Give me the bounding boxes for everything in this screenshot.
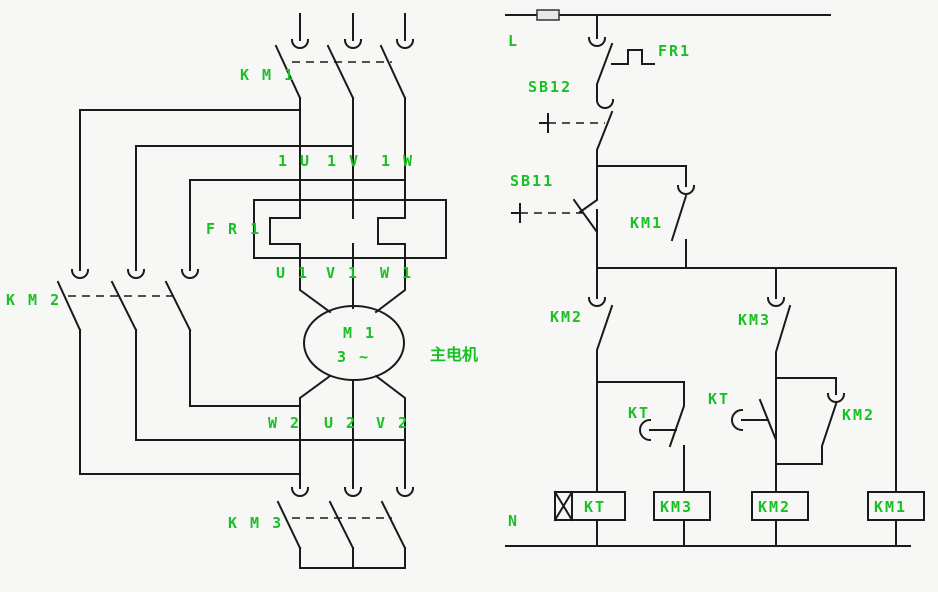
control-circuit: L FR1 SB12 SB11 KM1 KM2 KM3 KT KT <box>505 9 925 547</box>
main-circuit: K M 1 1 U 1 V 1 W F R 1 U 1 V 1 W 1 M 1 … <box>6 13 478 569</box>
kt-contact-left-label: KT <box>628 404 650 422</box>
phase-line-label: L <box>508 32 519 50</box>
coil-km1-label: KM1 <box>874 498 907 516</box>
km1-label: K M 1 <box>240 66 295 84</box>
km3-star-contacts <box>276 477 415 569</box>
fr1-label: F R 1 <box>206 220 261 238</box>
sb11-label: SB11 <box>510 172 554 190</box>
terminal-v2: V 2 <box>376 414 409 432</box>
terminal-u2: U 2 <box>324 414 357 432</box>
km2-interlock-label: KM2 <box>550 308 583 326</box>
coil-km3-label: KM3 <box>660 498 693 516</box>
terminal-w1: W 1 <box>380 264 413 282</box>
km2-main-contacts <box>56 268 406 475</box>
terminal-1w: 1 W <box>381 152 414 170</box>
fr1-thermal-relay <box>253 199 447 259</box>
coil-km1 <box>867 491 925 521</box>
km3-label: K M 3 <box>228 514 283 532</box>
fuse-icon <box>536 9 560 21</box>
motor-m1 <box>303 305 405 381</box>
coil-km3 <box>653 491 711 521</box>
coil-km2 <box>751 491 809 521</box>
fr1-contact-label: FR1 <box>658 42 691 60</box>
terminal-1v: 1 V <box>327 152 360 170</box>
terminal-1u: 1 U <box>278 152 311 170</box>
neutral-line-label: N <box>508 512 519 530</box>
coil-km2-label: KM2 <box>758 498 791 516</box>
km2-hold-label: KM2 <box>842 406 875 424</box>
coil-kt-label: KT <box>584 498 606 516</box>
km3-interlock-label: KM3 <box>738 311 771 329</box>
kt-contact-right-label: KT <box>708 390 730 408</box>
motor-phase-label: 3 ~ <box>337 348 370 366</box>
motor-label: M 1 <box>343 324 376 342</box>
motor-caption: 主电机 <box>430 345 478 364</box>
km1-hold-label: KM1 <box>630 214 663 232</box>
km2-label: K M 2 <box>6 291 61 309</box>
terminal-w2: W 2 <box>268 414 301 432</box>
coil-kt <box>553 490 626 522</box>
terminal-u1: U 1 <box>276 264 309 282</box>
km1-main-contacts <box>274 13 415 219</box>
sb12-label: SB12 <box>528 78 572 96</box>
terminal-v1: V 1 <box>326 264 359 282</box>
